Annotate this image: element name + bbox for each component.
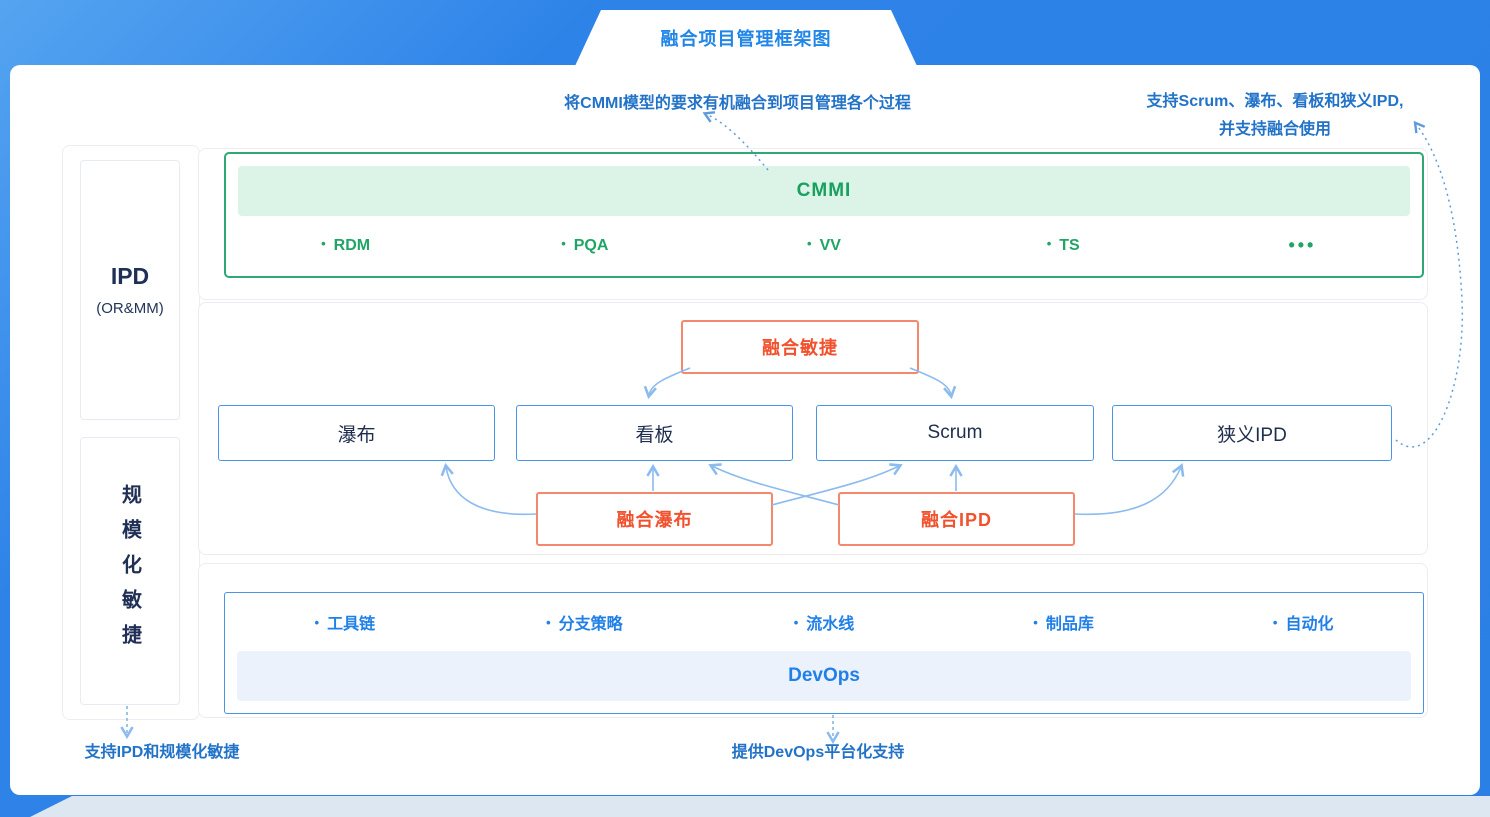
methods-annotation: 支持Scrum、瀑布、看板和狭义IPD, 并支持融合使用 [1105, 88, 1445, 144]
bullet-icon: • [314, 615, 320, 630]
fusion-waterfall-box: 融合瀑布 [536, 492, 773, 546]
cmmi-item: • PQA [465, 236, 704, 255]
bullet-icon: • [1033, 615, 1038, 630]
method-label-narrow-ipd: 狭义IPD [1217, 424, 1287, 446]
devops-item-label: 分支策略 [558, 616, 623, 633]
cmmi-item-label: PQA [573, 236, 609, 254]
methods-annotation-line1: 支持Scrum、瀑布、看板和狭义IPD, [1146, 93, 1404, 110]
fusion-ipd-label: 融合IPD [920, 510, 992, 530]
ipd-box: IPD (OR&MM) [80, 160, 180, 420]
devops-item: • 工具链 [225, 610, 465, 634]
bullet-icon: • [1046, 235, 1052, 251]
devops-item: • 流水线 [704, 610, 944, 634]
devops-item: • 自动化 [1183, 610, 1423, 634]
cmmi-item: • VV [704, 236, 943, 255]
method-box-kanban: 看板 [516, 405, 793, 461]
bullet-icon: • [807, 235, 812, 251]
devops-item-label: 自动化 [1285, 616, 1334, 633]
fusion-ipd-box: 融合IPD [838, 492, 1075, 546]
cmmi-annotation: 将CMMI模型的要求有机融合到项目管理各个过程 [564, 95, 911, 112]
bullet-icon: • [561, 235, 566, 251]
bullet-icon: • [321, 235, 326, 251]
bullet-icon: • [546, 615, 551, 630]
devops-box: • 工具链 • 分支策略 • 流水线 • 制品库 • 自动化 DevOps [224, 592, 1424, 714]
scaled-agile-label: 规模化敏捷 [118, 483, 141, 659]
diagram-title-tab: 融合项目管理框架图 [575, 10, 917, 66]
devops-items-row: • 工具链 • 分支策略 • 流水线 • 制品库 • 自动化 [225, 593, 1423, 651]
cmmi-ellipsis: ••• [1288, 234, 1317, 255]
fusion-agile-box: 融合敏捷 [681, 320, 919, 374]
fusion-waterfall-label: 融合瀑布 [616, 510, 693, 530]
method-label-scrum: Scrum [927, 422, 983, 443]
scaled-agile-box: 规模化敏捷 [80, 437, 180, 705]
method-box-waterfall: 瀑布 [218, 405, 495, 461]
devops-item-label: 制品库 [1045, 616, 1094, 633]
cmmi-item: • RDM [226, 236, 465, 255]
ipd-box-title: IPD [110, 263, 150, 289]
bullet-icon: • [1272, 615, 1278, 630]
cmmi-item-label: VV [819, 236, 841, 254]
cmmi-box: CMMI • RDM • PQA • VV • TS ••• [224, 152, 1424, 278]
devops-item-label: 流水线 [806, 616, 855, 633]
devops-annotation: 提供DevOps平台化支持 [731, 744, 905, 761]
ipd-box-subtitle: (OR&MM) [96, 300, 164, 317]
cmmi-item-label: TS [1059, 236, 1080, 254]
methods-annotation-line2: 并支持融合使用 [1218, 121, 1331, 138]
cmmi-item: • TS [944, 236, 1183, 255]
bottom-decoration-band [30, 796, 1490, 817]
cmmi-items-row: • RDM • PQA • VV • TS ••• [226, 216, 1422, 274]
method-box-scrum: Scrum [816, 405, 1094, 461]
method-box-narrow-ipd: 狭义IPD [1112, 405, 1392, 461]
cmmi-title: CMMI [796, 180, 852, 201]
method-label-kanban: 看板 [635, 424, 674, 446]
devops-item: • 制品库 [944, 610, 1184, 634]
method-label-waterfall: 瀑布 [337, 424, 376, 446]
devops-item-label: 工具链 [327, 616, 376, 633]
devops-title-bar: DevOps [237, 651, 1411, 701]
devops-item: • 分支策略 [465, 610, 705, 634]
devops-title: DevOps [788, 665, 860, 686]
bullet-icon: • [793, 615, 799, 630]
ipd-support-annotation: 支持IPD和规模化敏捷 [84, 744, 240, 761]
fusion-agile-label: 融合敏捷 [762, 338, 838, 358]
cmmi-header: CMMI [238, 166, 1410, 216]
page-title: 融合项目管理框架图 [660, 29, 832, 49]
cmmi-item-label: RDM [333, 236, 371, 254]
